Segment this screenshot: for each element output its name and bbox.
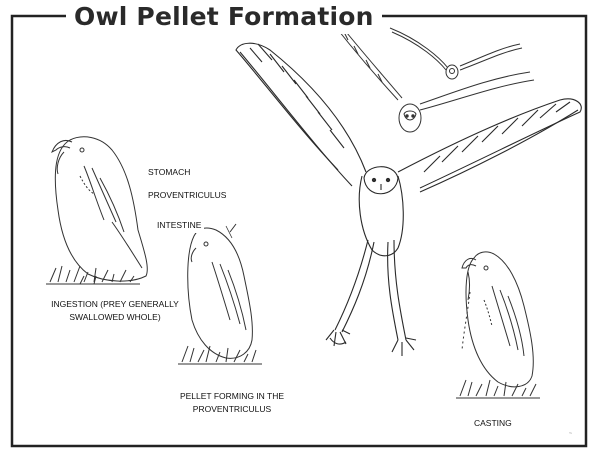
label-intestine: INTESTINE — [154, 218, 204, 233]
intestine-pointer — [226, 226, 232, 238]
page-title: Owl Pellet Formation — [66, 0, 382, 34]
border — [12, 16, 586, 446]
artist-signature-mark: ~ — [569, 431, 572, 437]
label-casting: CASTING — [474, 417, 512, 430]
flying-owl-small-illustration — [390, 28, 522, 79]
label-stomach: STOMACH — [145, 165, 193, 180]
flying-owl-large-illustration — [236, 43, 581, 356]
perched-owl-casting-illustration — [456, 252, 540, 398]
label-proventriculus: PROVENTRICULUS — [145, 188, 229, 203]
perched-owl-ingestion-illustration — [46, 137, 147, 284]
perched-owl-pellet-forming-illustration — [178, 224, 262, 364]
label-pellet-forming: PELLET FORMING IN THE PROVENTRICULUS — [162, 390, 302, 416]
label-ingestion: INGESTION (PREY GENERALLY SWALLOWED WHOL… — [50, 298, 180, 324]
